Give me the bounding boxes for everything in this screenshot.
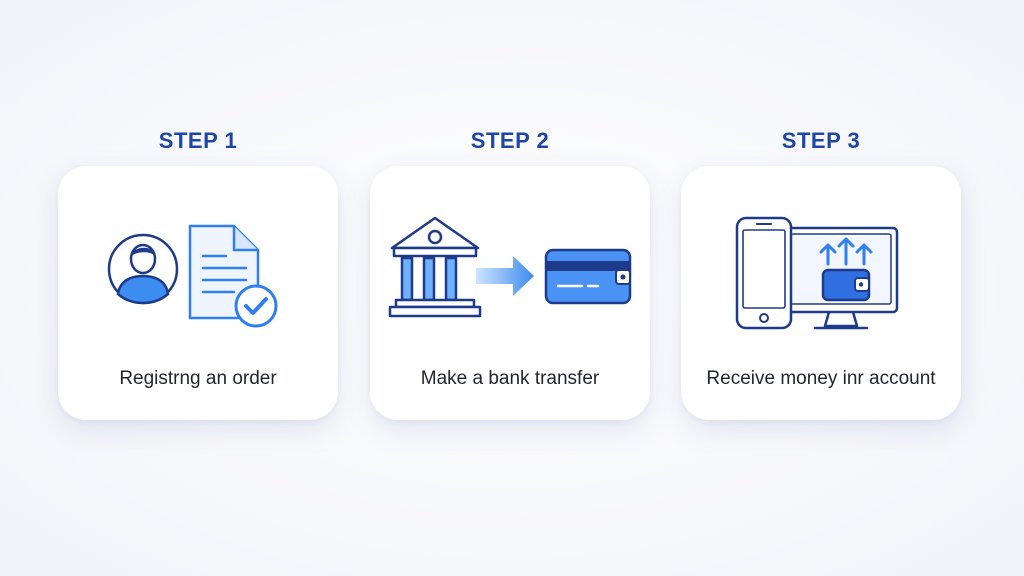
step-3-illustration: [735, 216, 899, 330]
step-3-card: Receive money inr account: [681, 166, 961, 420]
checkmark-badge-icon: [234, 284, 278, 328]
step-2-label: Make a bank transfer: [420, 368, 600, 389]
upload-arrows-icon: [819, 237, 873, 266]
user-avatar-icon: [107, 233, 179, 305]
step-2-card: Make a bank transfer: [370, 166, 650, 420]
arrow-right-icon: [476, 256, 534, 296]
step-1-title: STEP 1: [158, 128, 238, 153]
step-1-card: Registrng an order: [58, 166, 338, 420]
smartphone-icon: [735, 216, 793, 330]
wallet-icon: [821, 268, 871, 302]
step-2-title: STEP 2: [470, 128, 550, 153]
credit-card-icon: [544, 248, 632, 305]
step-1-label: Registrng an order: [119, 368, 277, 389]
step-1-illustration: [107, 224, 278, 328]
step-3-label: Receive money inr account: [706, 368, 936, 389]
bank-building-icon: [388, 216, 482, 318]
step-2-illustration: [388, 216, 632, 318]
document-icon: [188, 224, 260, 320]
step-3-title: STEP 3: [781, 128, 861, 153]
